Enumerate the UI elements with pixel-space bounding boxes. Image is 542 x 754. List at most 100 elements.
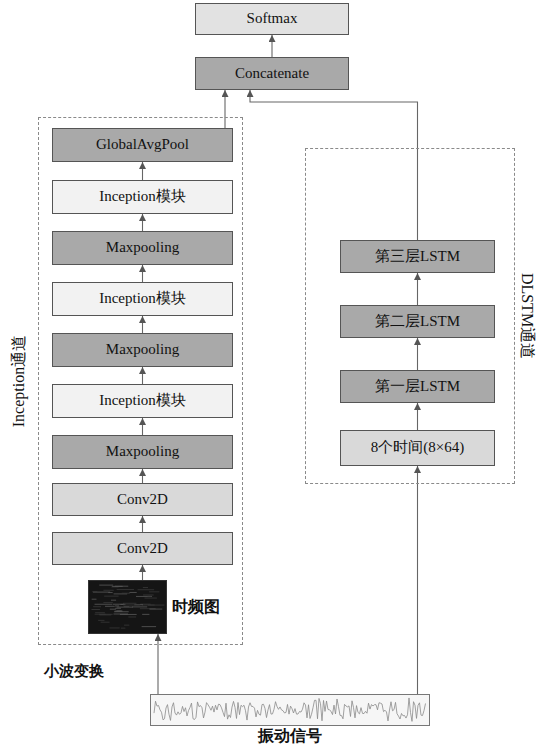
spectrum-stroke: [91, 609, 100, 610]
spectrum-stroke: [113, 614, 128, 615]
softmax-box: Softmax: [195, 3, 349, 35]
spectrum-stroke: [108, 592, 112, 593]
box-label: Inception模块: [99, 290, 186, 307]
flow-arrow: [142, 565, 143, 580]
spectrum-stroke: [117, 607, 133, 608]
box-label: Conv2D: [117, 491, 168, 508]
spectrum-stroke: [110, 609, 116, 610]
conv-box: Conv2D: [52, 532, 233, 565]
spectrum-stroke: [117, 589, 134, 590]
spectrum-stroke: [149, 591, 159, 592]
spectrum-stroke: [132, 606, 147, 607]
spectrum-stroke: [147, 596, 151, 597]
spectrum-stroke: [93, 606, 101, 607]
spectrum-stroke: [129, 592, 136, 593]
spectrum-stroke: [123, 604, 140, 605]
box-label: 第三层LSTM: [375, 248, 460, 265]
spectrum-stroke: [122, 593, 130, 594]
spectrum-stroke: [95, 604, 113, 605]
edge-label: 小波变换: [42, 662, 106, 681]
box-label: Concatenate: [235, 65, 309, 82]
inception-box: Inception模块: [52, 384, 233, 418]
box-label: Inception模块: [99, 392, 186, 409]
flow-arrow: [142, 316, 143, 333]
spectrum-stroke: [142, 626, 156, 627]
input-box: 8个时间(8×64): [340, 430, 495, 466]
pool-box: Maxpooling: [52, 435, 233, 469]
spectrum-stroke: [136, 596, 152, 597]
flow-arrow: [417, 403, 418, 430]
conv-box: Conv2D: [52, 483, 233, 516]
flow-arrow: [142, 214, 143, 231]
spectrum-stroke: [121, 628, 125, 629]
spectrum-stroke: [95, 612, 105, 613]
spectrum-stroke: [123, 603, 136, 604]
image-box: 时频图: [88, 580, 167, 634]
spectrum-stroke: [138, 589, 155, 590]
spectrum-stroke: [99, 614, 112, 615]
spectrum-stroke: [92, 591, 97, 592]
flow-arrow: [417, 338, 418, 370]
spectrum-stroke: [142, 614, 149, 615]
pool-box: Maxpooling: [52, 333, 233, 367]
spectrum-stroke: [103, 590, 113, 591]
pool-box: Maxpooling: [52, 231, 233, 265]
channel-frame: GlobalAvgPoolInception模块MaxpoolingIncept…: [38, 117, 243, 645]
inception-box: Inception模块: [52, 180, 233, 214]
spectrum-stroke: [116, 610, 121, 611]
box-label: 8个时间(8×64): [371, 439, 464, 456]
spectrum-stroke: [101, 622, 110, 623]
box-label: Maxpooling: [106, 341, 179, 358]
flow-arrow: [142, 162, 143, 180]
pool-box: GlobalAvgPool: [52, 128, 233, 162]
spectrum-stroke: [105, 606, 115, 607]
flow-arrow: [142, 516, 143, 532]
spectrum-stroke: [143, 587, 148, 588]
time-frequency-image: [88, 580, 167, 634]
flow-arrow: [142, 469, 143, 483]
caption-label: 时频图: [172, 598, 220, 616]
spectrum-stroke: [113, 604, 125, 605]
spectrum-stroke: [144, 598, 156, 599]
spectrum-stroke: [98, 620, 104, 621]
flow-arrow: [417, 466, 418, 694]
spectrum-stroke: [124, 625, 129, 626]
spectrum-stroke: [92, 599, 97, 600]
box-label: 第一层LSTM: [375, 378, 460, 395]
box-label: Maxpooling: [106, 239, 179, 256]
spectrum-stroke: [111, 600, 116, 601]
spectrum-stroke: [148, 605, 164, 606]
spectrum-stroke: [149, 609, 162, 610]
flow-arrow: [250, 90, 418, 240]
box-label: Conv2D: [117, 540, 168, 557]
channel-frame: 第三层LSTM第二层LSTM第一层LSTM8个时间(8×64)DLSTM通道: [305, 148, 515, 484]
flow-arrow: [157, 634, 158, 694]
box-label: GlobalAvgPool: [96, 136, 189, 153]
flow-arrow: [224, 90, 225, 128]
spectrum-stroke: [104, 596, 118, 597]
spectrum-stroke: [115, 605, 119, 606]
flow-arrow: [142, 265, 143, 282]
signal-box: 振动信号: [150, 694, 430, 726]
flow-arrow: [271, 35, 272, 57]
flow-arrow: [142, 418, 143, 435]
spectrum-stroke: [112, 586, 123, 587]
spectrum-stroke: [93, 592, 110, 593]
lstm-box: 第二层LSTM: [340, 305, 495, 338]
caption-label: 振动信号: [258, 727, 322, 745]
vibration-waveform: [154, 698, 426, 721]
lstm-box: 第一层LSTM: [340, 370, 495, 403]
flow-arrow: [142, 367, 143, 384]
caption-label: Inception通道: [10, 335, 28, 427]
inception-box: Inception模块: [52, 282, 233, 316]
spectrum-stroke: [99, 585, 113, 586]
spectrum-stroke: [115, 608, 121, 609]
time-frequency-texture: [91, 585, 164, 628]
spectrum-stroke: [128, 616, 136, 617]
lstm-box: 第三层LSTM: [340, 240, 495, 273]
box-label: Softmax: [247, 10, 298, 27]
spectrum-stroke: [143, 594, 154, 595]
signal-panel: [150, 694, 430, 726]
spectrum-stroke: [109, 627, 119, 628]
